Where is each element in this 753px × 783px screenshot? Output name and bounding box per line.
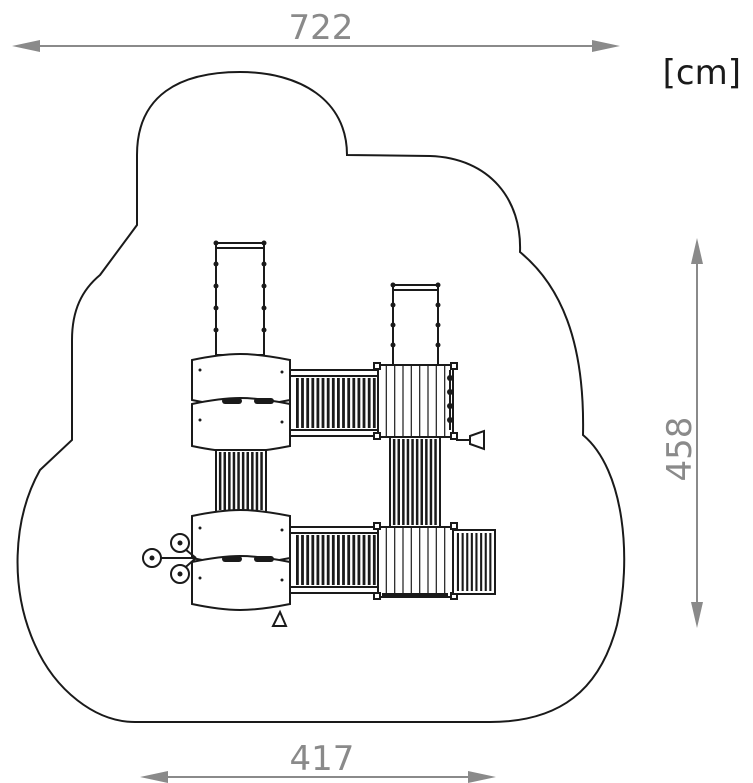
- slat: [260, 452, 263, 510]
- slat: [352, 378, 356, 428]
- right-tower-lower: [373, 522, 458, 600]
- slat: [352, 535, 356, 585]
- slat: [337, 535, 340, 585]
- slat: [362, 535, 366, 585]
- slat: [232, 452, 236, 510]
- slat: [406, 439, 410, 525]
- slat: [461, 533, 464, 591]
- slat: [362, 378, 366, 428]
- slat: [316, 535, 320, 585]
- left-tower-lower: [191, 509, 291, 611]
- right-tower-upper: [373, 362, 458, 440]
- slat: [367, 535, 371, 585]
- right-side-rail: [447, 370, 453, 430]
- slat: [342, 535, 345, 585]
- slat: [397, 439, 400, 525]
- slat: [311, 378, 315, 428]
- slat: [466, 533, 469, 591]
- slat: [326, 378, 330, 428]
- unit-label: [cm]: [663, 53, 741, 93]
- lower-bridge: [289, 526, 381, 594]
- slat: [357, 535, 361, 585]
- slat: [420, 439, 423, 525]
- slat: [246, 452, 249, 510]
- slat: [357, 378, 361, 428]
- slat: [255, 452, 259, 510]
- right-dimension-label: 458: [660, 417, 700, 482]
- slat: [434, 439, 437, 525]
- right-stairs: [452, 529, 496, 595]
- right-top-slide: [390, 282, 441, 366]
- slat: [475, 533, 478, 591]
- slat: [411, 439, 414, 525]
- upper-bridge: [289, 369, 381, 437]
- slat: [316, 378, 320, 428]
- slat: [223, 452, 226, 510]
- slat: [347, 378, 351, 428]
- slat: [321, 535, 325, 585]
- slat: [367, 378, 371, 428]
- slat: [402, 439, 405, 525]
- slat: [228, 452, 231, 510]
- slat: [326, 535, 330, 585]
- bottom-dimension-label: 417: [290, 739, 355, 779]
- slat: [321, 378, 325, 428]
- slat: [489, 533, 492, 591]
- slat: [415, 439, 419, 525]
- left-vertical-bridge: [215, 449, 267, 513]
- slat: [347, 535, 351, 585]
- slat: [425, 439, 428, 525]
- slat: [372, 378, 376, 428]
- slat: [301, 535, 304, 585]
- slat: [237, 452, 240, 510]
- slat: [372, 535, 376, 585]
- slat: [296, 378, 299, 428]
- top-dimension: 722: [12, 8, 620, 52]
- right-dimension: 458: [660, 238, 703, 628]
- slat: [337, 378, 340, 428]
- slat: [331, 535, 335, 585]
- left-top-slide: [213, 240, 267, 356]
- play-structure: [142, 240, 496, 627]
- slat: [301, 378, 304, 428]
- left-tower-upper: [191, 353, 291, 453]
- slat: [331, 378, 335, 428]
- top-dimension-label: 722: [289, 8, 354, 48]
- slat: [251, 452, 254, 510]
- slat: [342, 378, 345, 428]
- slat: [456, 533, 459, 591]
- slat: [306, 535, 310, 585]
- telescope-icon: [456, 429, 485, 451]
- slat: [218, 452, 222, 510]
- slat: [296, 535, 299, 585]
- slat: [484, 533, 487, 591]
- slat: [429, 439, 433, 525]
- right-vertical-bridge: [389, 436, 441, 528]
- bottom-dimension: 417: [140, 739, 496, 783]
- slat: [480, 533, 483, 591]
- slat: [306, 378, 310, 428]
- entry-step-icon: [271, 609, 288, 627]
- steering-wheel-icon: [142, 533, 197, 584]
- slat: [241, 452, 245, 510]
- slat: [470, 533, 473, 591]
- slat: [311, 535, 315, 585]
- slat: [392, 439, 396, 525]
